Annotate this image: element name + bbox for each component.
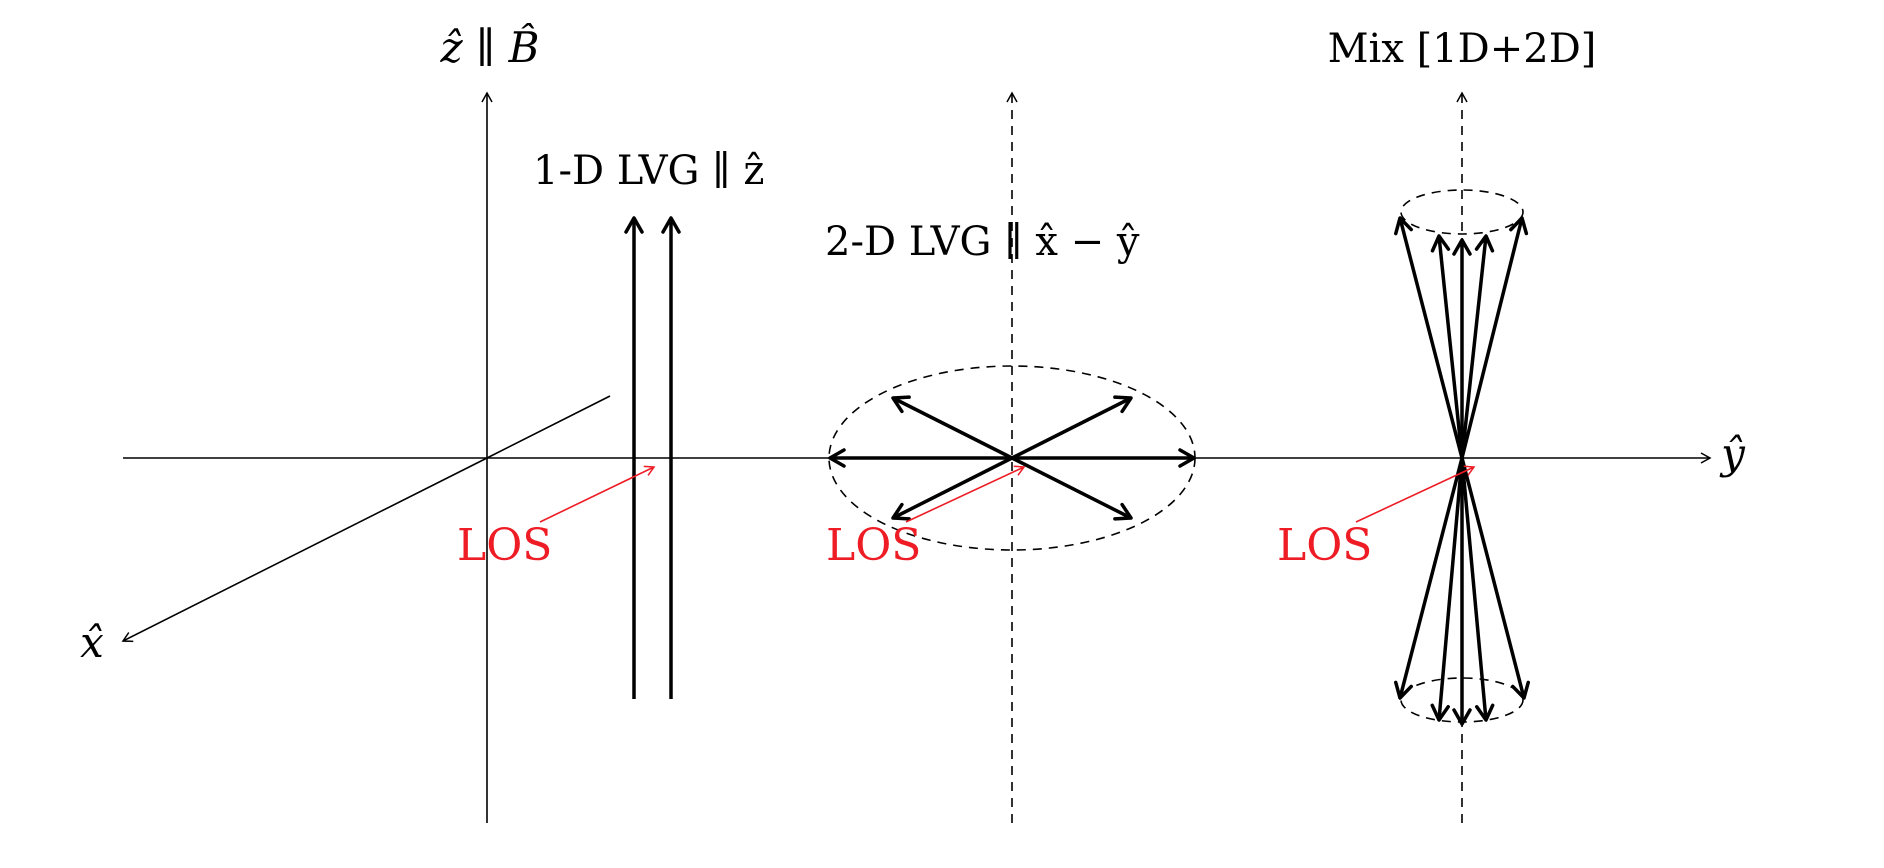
- mix-arrow-up-1: [1394, 216, 1464, 459]
- mix-top-dashed-ellipse: [1400, 189, 1524, 235]
- mix-arrow-down-2: [1430, 457, 1464, 722]
- mix-panel: Mix [1D+2D]: [1328, 26, 1597, 823]
- mix-arrow-down-5: [1460, 457, 1530, 700]
- two-d-arrow-upper-right: [1011, 395, 1133, 460]
- two-d-arrow-lower-left: [891, 456, 1013, 521]
- mix-arrow-down-1: [1394, 457, 1464, 700]
- x-axis-line: [121, 457, 488, 643]
- mix-arrow-up-2: [1430, 234, 1464, 459]
- mix-arrow-up-5: [1460, 216, 1529, 459]
- x-axis-label: x̂: [80, 618, 104, 667]
- mix-arrow-down-4: [1460, 457, 1495, 722]
- two-d-panel: 2-D LVG ∥ x̂ − ŷ: [825, 91, 1196, 823]
- z-axis-label: ẑ ∥ B̂: [439, 21, 539, 72]
- los-arrow-3: [1355, 465, 1476, 523]
- los-label-1: LOS: [457, 520, 552, 571]
- los-arrow-1: [539, 465, 656, 523]
- two-d-title: 2-D LVG ∥ x̂ − ŷ: [825, 219, 1140, 265]
- mix-arrow-up-4: [1460, 234, 1495, 459]
- x-axis-back-line: [486, 395, 611, 459]
- two-d-arrow-lower-right: [1011, 456, 1133, 521]
- los-group: LOS LOS LOS: [457, 465, 1476, 571]
- los-label-2: LOS: [826, 520, 921, 571]
- two-d-arrow-upper-left: [891, 395, 1013, 460]
- one-d-panel: 1-D LVG ∥ ẑ: [533, 148, 764, 699]
- los-label-3: LOS: [1277, 520, 1372, 571]
- los-arrow-2: [905, 465, 1026, 523]
- y-axis-label: ŷ: [1719, 429, 1746, 478]
- one-d-title: 1-D LVG ∥ ẑ: [533, 148, 764, 194]
- mix-title: Mix [1D+2D]: [1328, 26, 1597, 72]
